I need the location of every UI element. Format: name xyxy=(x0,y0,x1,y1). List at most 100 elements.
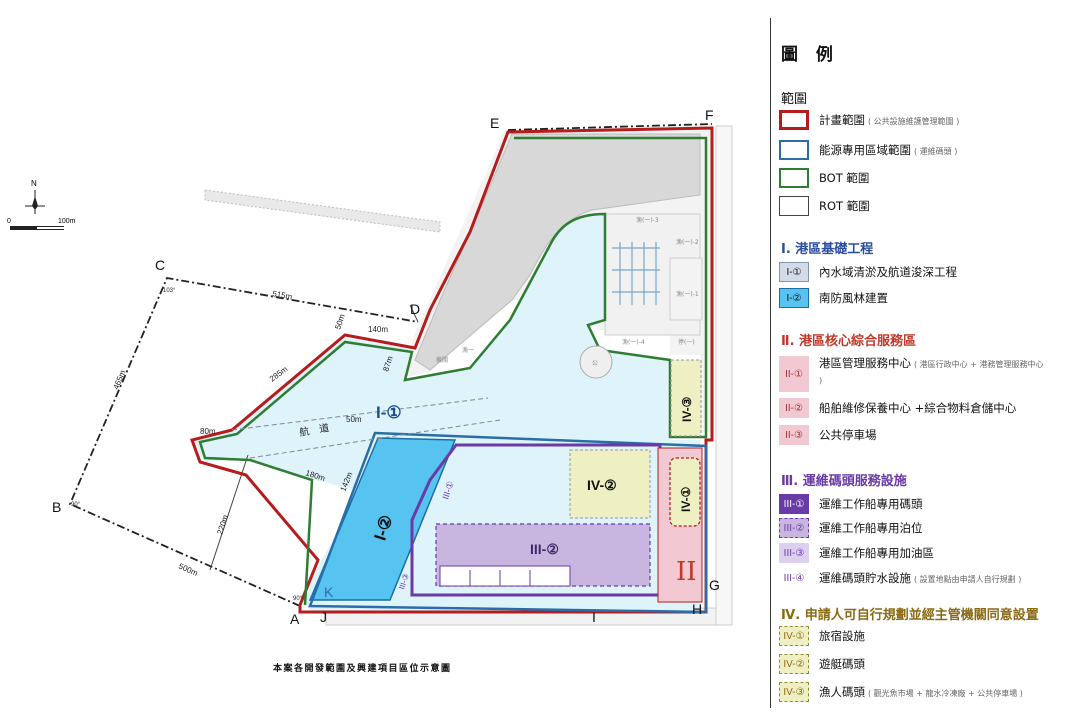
legend-code: IV-③ xyxy=(779,682,809,702)
legend-code: IV-② xyxy=(779,654,809,674)
channel-line xyxy=(249,419,501,459)
parcel-ii-row xyxy=(669,257,703,321)
plan-boundary xyxy=(190,126,714,614)
dim-220: 220m xyxy=(215,513,230,535)
legend-section2-heading: Ⅱ. 港區核心綜合服務區 xyxy=(781,334,917,349)
scale-end: 100m xyxy=(58,218,76,225)
legend-note: ( 港區行政中心 + 港務管理服務中心 ) xyxy=(819,360,1044,385)
legend-section4-heading: Ⅳ. 申請人可自行規劃並經主管機關同意設置 xyxy=(781,608,1039,623)
facility-f6: 機關 xyxy=(436,356,448,364)
legend-item-i1: I-① 內水域清淤及航道浚深工程 xyxy=(779,262,957,282)
point-b: B xyxy=(52,499,61,515)
legend-note: ( 設置地點由申請人自行規劃 ) xyxy=(914,575,1022,584)
legend-item-i2: I-② 南防風林建置 xyxy=(779,288,888,308)
angle-b: 90° xyxy=(71,502,81,508)
dim-line-220 xyxy=(209,454,249,571)
legend-label: 南防風林建置 xyxy=(819,291,888,305)
legend-label: 計畫範圍 xyxy=(819,113,865,127)
facility-f3: 漁(一)-1 xyxy=(676,290,699,298)
legend-swatch xyxy=(779,140,809,160)
scale-bar-half xyxy=(37,227,64,229)
legend-item-ii1: II-① 港區管理服務中心( 港區行政中心 + 港務管理服務中心 ) xyxy=(779,356,1047,392)
zone-iv3 xyxy=(670,359,702,437)
legend-item-iii2: III-② 運維工作船專用泊位 xyxy=(779,518,923,538)
point-d: D xyxy=(410,301,420,317)
legend-title: 圖 例 xyxy=(781,45,839,65)
point-i: I xyxy=(592,609,596,625)
legend-swatch xyxy=(779,196,809,216)
dim-140: 140m xyxy=(368,325,388,334)
zone-label-i1: I-① xyxy=(376,403,402,422)
dim-80: 80m xyxy=(200,427,216,436)
legend-code: II-② xyxy=(779,398,809,418)
zone-label-iv1: IV-① xyxy=(679,486,693,512)
legend-code: III-④ xyxy=(783,572,805,584)
legend-section1-heading: Ⅰ. 港區基礎工程 xyxy=(781,242,874,257)
legend-note: ( 觀光魚市場 + 龍水冷凍廠 + 公共停車場 ) xyxy=(868,689,1023,698)
legend-item-iv2: IV-② 遊艇碼頭 xyxy=(779,654,865,674)
point-c: C xyxy=(155,257,165,273)
legend-item-iii3: III-③ 運維工作船專用加油區 xyxy=(779,543,934,563)
point-h: H xyxy=(692,601,702,617)
zone-iv1 xyxy=(669,457,701,527)
legend-section3-heading: Ⅲ. 運維碼頭服務設施 xyxy=(781,474,907,489)
dim-line-d xyxy=(409,304,419,323)
zone-label-iv3: IV-③ xyxy=(680,396,694,422)
legend-item-iv3: IV-③ 漁人碼頭( 觀光魚市場 + 龍水冷凍廠 + 公共停車場 ) xyxy=(779,682,1023,702)
legend-note: ( 公共設施維護管理範圍 ) xyxy=(868,117,960,126)
point-k: K xyxy=(324,584,334,600)
legend-note: ( 運維碼頭 ) xyxy=(914,147,958,156)
point-j: J xyxy=(320,609,327,625)
zone-iv2 xyxy=(569,449,651,519)
facility-f7: 漁一 xyxy=(462,346,474,354)
boundary-line xyxy=(68,276,419,607)
zone-iii1-dock xyxy=(410,443,662,597)
legend-label: 能源專用區域範圍 xyxy=(819,143,911,157)
legend-label: 旅宿設施 xyxy=(819,629,865,643)
energy-zone-boundary xyxy=(308,431,708,614)
dim-285: 285m xyxy=(268,364,290,383)
facility-f5: 停(一) xyxy=(678,338,695,346)
dim-50-channel: 50m xyxy=(346,415,362,424)
zone-label-iii2: III-② xyxy=(530,541,559,557)
coast-road xyxy=(715,125,733,626)
compass-north: N xyxy=(31,179,37,188)
legend-label: 漁人碼頭 xyxy=(819,685,865,699)
roundabout xyxy=(579,345,613,379)
map-caption: 本案各開發範圍及興建項目區位示意圖 xyxy=(273,664,452,674)
dim-50-d: 50m xyxy=(333,313,346,331)
channel-line xyxy=(231,397,489,431)
dim-515: 515m xyxy=(272,289,294,301)
legend-code: III-② xyxy=(779,518,809,538)
point-labels: A B C D E F G H I J K xyxy=(52,107,720,627)
angle-a: 90° xyxy=(293,596,303,602)
point-g: G xyxy=(709,577,720,593)
legend-label: 運維工作船專用泊位 xyxy=(819,521,923,535)
legend-label: 遊艇碼頭 xyxy=(819,657,865,671)
legend-label: 內水域清淤及航道浚深工程 xyxy=(819,265,957,279)
legend-item-energy-range: 能源專用區域範圍( 運維碼頭 ) xyxy=(779,140,957,160)
breakwater xyxy=(204,189,441,233)
legend-swatch xyxy=(779,110,809,130)
facility-f4: 漁(一)-4 xyxy=(622,338,645,346)
legend-code: IV-① xyxy=(779,626,809,646)
scale-start: 0 xyxy=(7,218,11,225)
compass-icon xyxy=(25,190,45,214)
legend-item-ii3: II-③ 公共停車場 xyxy=(779,425,877,445)
legend-item-bot-range: BOT 範圍 xyxy=(779,168,869,188)
facility-f1: 漁(一)-3 xyxy=(636,216,659,224)
point-f: F xyxy=(705,107,714,123)
legend-range-heading: 範圍 xyxy=(781,92,808,107)
legend-label: 運維工作船專用加油區 xyxy=(819,546,934,560)
legend-code: II-③ xyxy=(779,425,809,445)
grey-hardstand xyxy=(414,133,701,371)
legend-label: 運維碼頭貯水設施 xyxy=(819,571,911,585)
point-e: E xyxy=(490,115,499,131)
legend-code: III-③ xyxy=(779,543,809,563)
boundary-line-e xyxy=(507,123,713,131)
legend-item-rot-range: ROT 範圍 xyxy=(779,196,870,216)
legend-item-iii1: III-① 運維工作船專用碼頭 xyxy=(779,494,923,514)
legend-item-plan-range: 計畫範圍( 公共設施維護管理範圍 ) xyxy=(779,110,959,130)
dim-500: 500m xyxy=(177,562,199,578)
zone-label-ii: II xyxy=(676,557,697,587)
